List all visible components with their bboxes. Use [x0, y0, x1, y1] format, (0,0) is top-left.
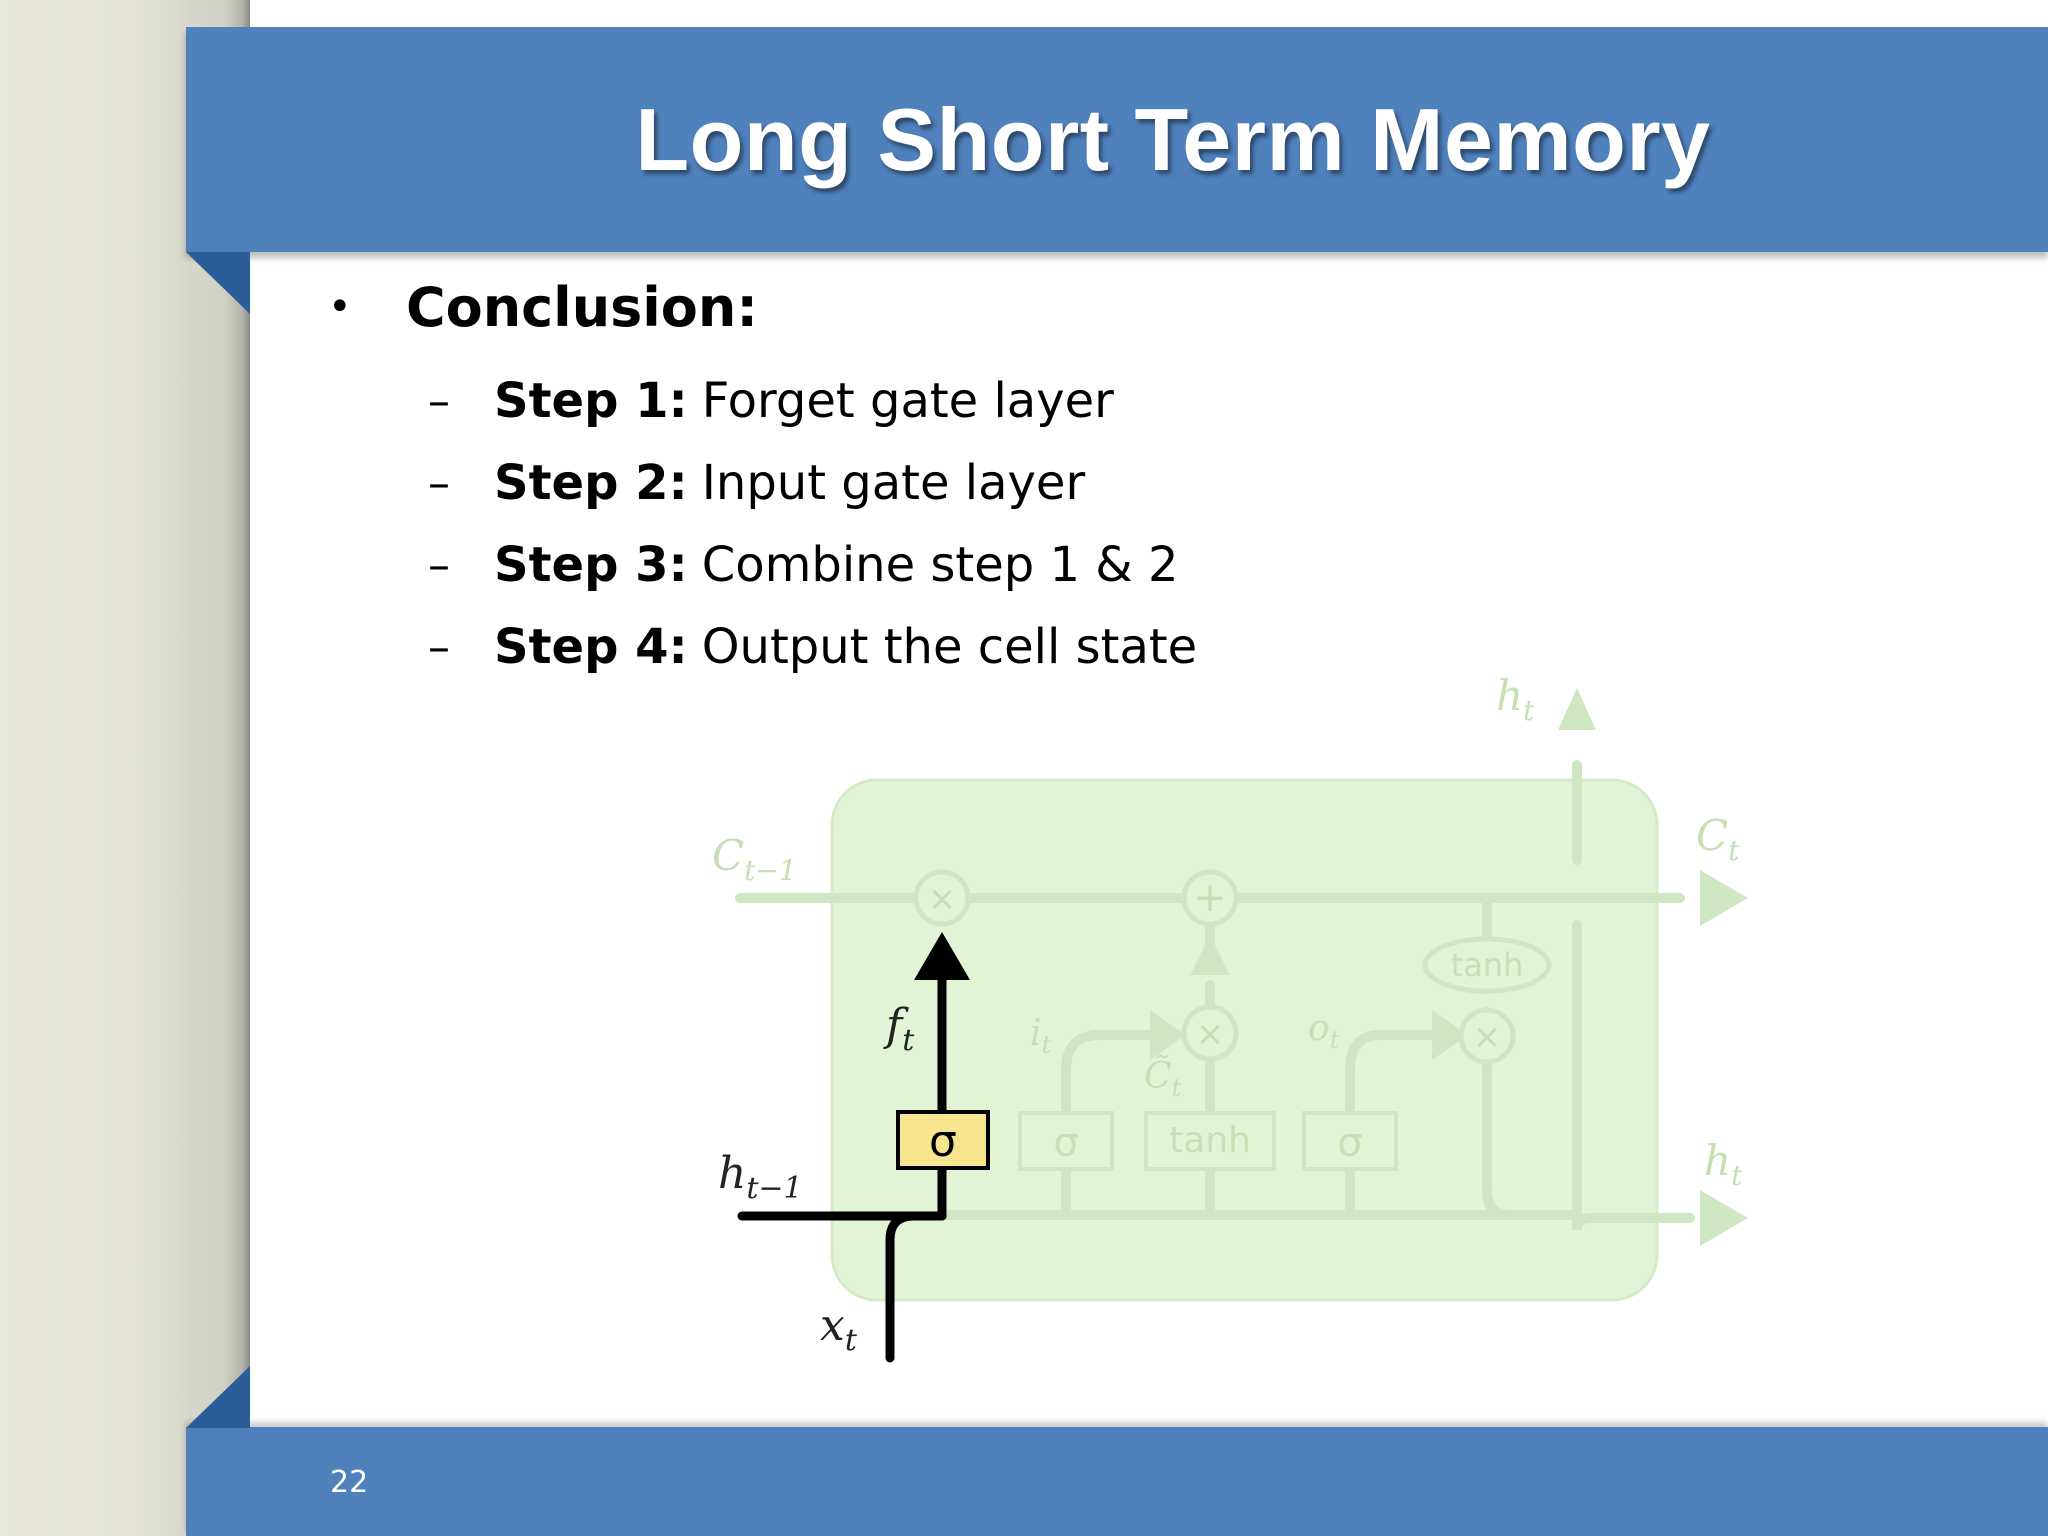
multiply-symbol: ×: [928, 879, 957, 919]
conclusion-bullet: • Conclusion:: [328, 272, 758, 342]
candidate-tanh-gate: [1144, 1111, 1276, 1171]
cell-state-prev-label: Ct−1: [712, 831, 797, 887]
input-label: xt: [820, 1300, 858, 1358]
input-sigma-gate: [1018, 1111, 1114, 1171]
step-label: Step 3:: [494, 537, 688, 593]
title-bar-fold: [186, 252, 250, 314]
bullet-marker: •: [328, 284, 352, 330]
step-dash: –: [428, 375, 450, 427]
footer-bar-fold: [186, 1366, 250, 1428]
add-symbol: +: [1193, 875, 1227, 921]
faint-arrowheads: [1150, 688, 1748, 1246]
step-text: Input gate layer: [701, 455, 1086, 511]
cell-state-out-label: Ct: [1696, 811, 1740, 867]
step-list: – Step 1: Forget gate layer – Step 2: In…: [428, 360, 1197, 688]
step-text: Forget gate layer: [701, 373, 1114, 429]
output-multiply-op: [1458, 1007, 1516, 1065]
step-text: Output the cell state: [701, 619, 1198, 675]
tanh-op-label: tanh: [1451, 946, 1524, 984]
step-label: Step 4:: [494, 619, 688, 675]
forget-multiply-op: [913, 869, 971, 927]
pointwise-ops: [913, 869, 1552, 1065]
step-dash: –: [428, 457, 450, 509]
candidate-label: C̃t: [1144, 1055, 1182, 1102]
forget-sigma-label: σ: [929, 1116, 957, 1167]
forget-gate-path: [737, 965, 947, 1363]
input-gate-label: it: [1030, 1013, 1052, 1059]
tanh-label: tanh: [1169, 1120, 1251, 1161]
sigma-label: σ: [1053, 1120, 1078, 1166]
output-gate-label: ot: [1308, 1008, 1340, 1054]
step-item-3: – Step 3: Combine step 1 & 2: [428, 524, 1197, 606]
lstm-cell-diagram: × + × × tanh σ tanh σ Ct−1 Ct ht ht it C…: [712, 671, 1748, 1363]
input-line: [885, 1211, 947, 1363]
forget-arrowhead: [914, 932, 970, 980]
step-dash: –: [428, 621, 450, 673]
multiply-symbol: ×: [1473, 1017, 1502, 1057]
multiply-symbol: ×: [1196, 1014, 1225, 1054]
step-text: Combine step 1 & 2: [701, 537, 1179, 593]
step-item-4: – Step 4: Output the cell state: [428, 606, 1197, 688]
conclusion-heading: Conclusion:: [406, 275, 758, 339]
title-bar: [186, 27, 2048, 252]
sigma-label: σ: [1337, 1120, 1362, 1166]
hidden-top-label: ht: [1496, 671, 1535, 727]
cell-body: [830, 778, 1659, 1302]
forget-sigma-gate: [896, 1110, 990, 1170]
page-number: 22: [330, 1465, 369, 1500]
output-sigma-gate: [1302, 1111, 1398, 1171]
output-tanh-op: [1422, 936, 1552, 994]
slide-title: Long Short Term Memory: [635, 89, 1711, 189]
step-item-2: – Step 2: Input gate layer: [428, 442, 1197, 524]
cell-add-op: [1181, 869, 1239, 927]
hidden-prev-label: ht−1: [718, 1148, 803, 1206]
input-multiply-op: [1181, 1004, 1239, 1062]
faint-gates: [1018, 1111, 1398, 1171]
step-item-1: – Step 1: Forget gate layer: [428, 360, 1197, 442]
step-label: Step 1:: [494, 373, 688, 429]
footer-bar: [186, 1427, 2048, 1536]
step-dash: –: [428, 539, 450, 591]
hidden-out-label: ht: [1704, 1136, 1743, 1192]
step-label: Step 2:: [494, 455, 688, 511]
